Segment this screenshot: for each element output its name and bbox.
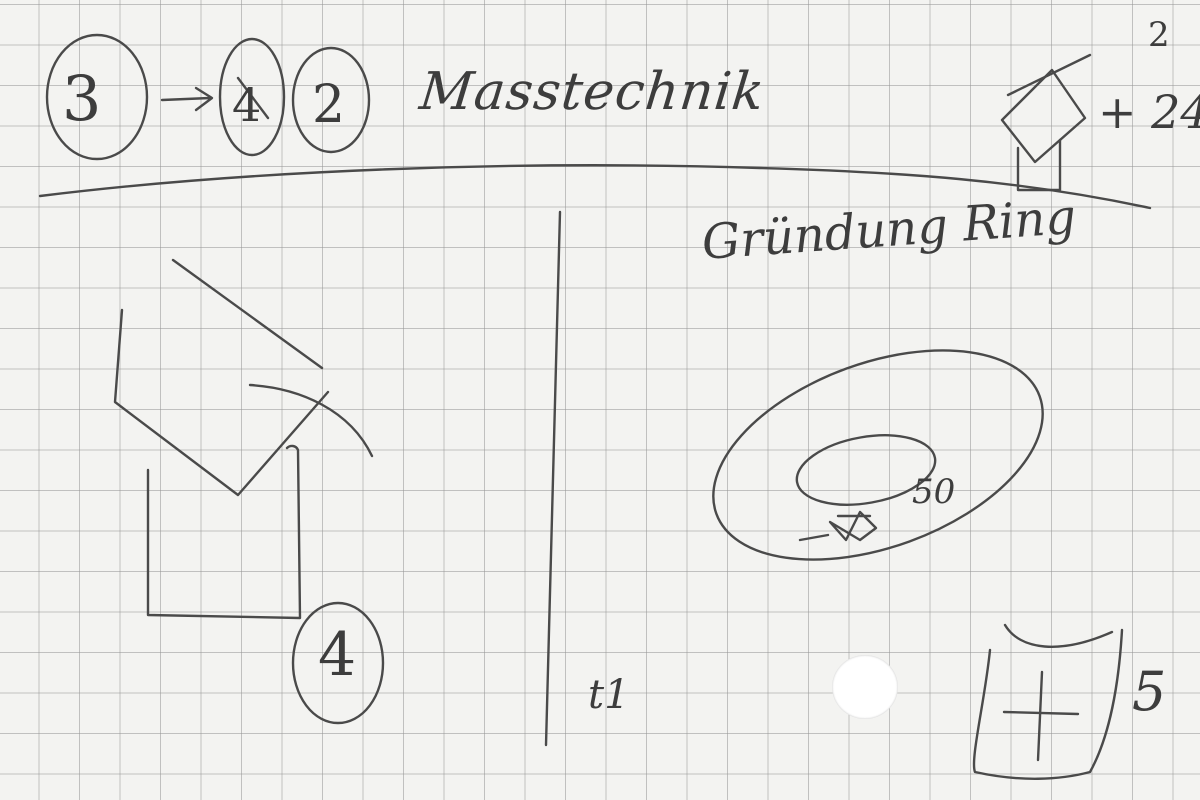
- left-tilted-square: [113, 308, 330, 497]
- punch-hole: [832, 655, 898, 719]
- page-title: Masstechnik: [416, 62, 768, 122]
- corner-top-label: 2: [1148, 15, 1170, 55]
- corner-bottom-label: 5: [1132, 660, 1167, 723]
- corner-diagonal: [1006, 53, 1092, 97]
- circle-step-2: [291, 46, 371, 154]
- corner-bottom-cross-v: [1036, 670, 1044, 762]
- divider-label: t1: [588, 672, 630, 718]
- inner-ring: [795, 434, 937, 506]
- corner-bottom-shape: [972, 623, 1124, 780]
- circle-step-4-lower: [291, 601, 385, 725]
- outer-ring: [712, 349, 1044, 561]
- corner-plus-label: + 24: [1098, 85, 1200, 139]
- ring-marker: [798, 510, 878, 542]
- header-rule: [38, 164, 1152, 210]
- circle-step-3: [45, 33, 149, 161]
- corner-diamond: [1000, 68, 1087, 164]
- ring-label: 50: [912, 472, 956, 512]
- step-number-crossed: 4: [232, 78, 262, 132]
- left-base-box: [146, 444, 302, 620]
- strike-4: [236, 76, 270, 120]
- left-arc: [248, 383, 374, 458]
- vertical-divider: [544, 210, 562, 747]
- corner-pillar: [1016, 138, 1062, 192]
- step-number-2: 2: [312, 75, 346, 135]
- step-number-3: 3: [62, 62, 102, 135]
- circle-step-4: [218, 37, 286, 157]
- arrow-right: [160, 86, 214, 112]
- step-number-lower: 4: [318, 620, 357, 690]
- left-long-line: [171, 258, 324, 370]
